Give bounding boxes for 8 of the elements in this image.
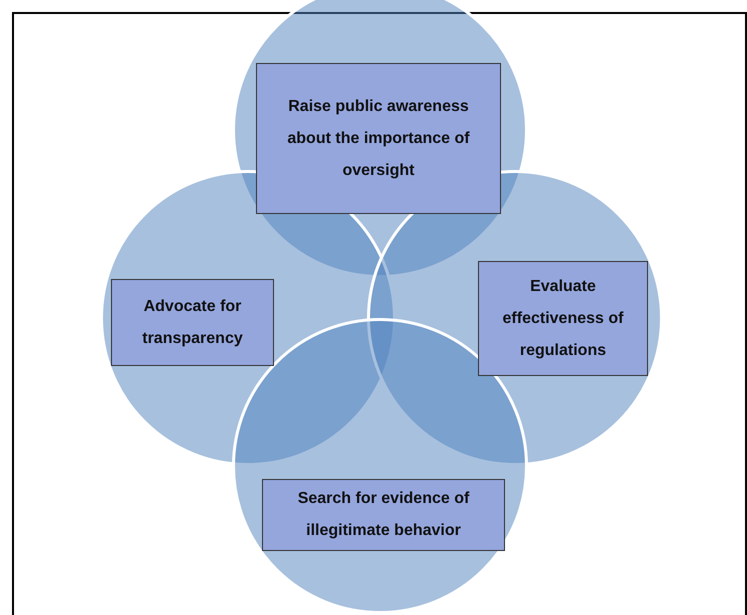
box-text: Evaluate effectiveness of regulations bbox=[502, 276, 624, 360]
text-box bbox=[478, 261, 648, 376]
text-box bbox=[111, 279, 274, 366]
box-text: Search for evidence of illegitimate behavior bbox=[296, 489, 470, 541]
text-box bbox=[262, 479, 505, 551]
text-box bbox=[256, 63, 501, 214]
box-text: Raise public awareness about the importance of oversight bbox=[286, 96, 471, 180]
box-text: Advocate for transparency bbox=[141, 296, 244, 348]
